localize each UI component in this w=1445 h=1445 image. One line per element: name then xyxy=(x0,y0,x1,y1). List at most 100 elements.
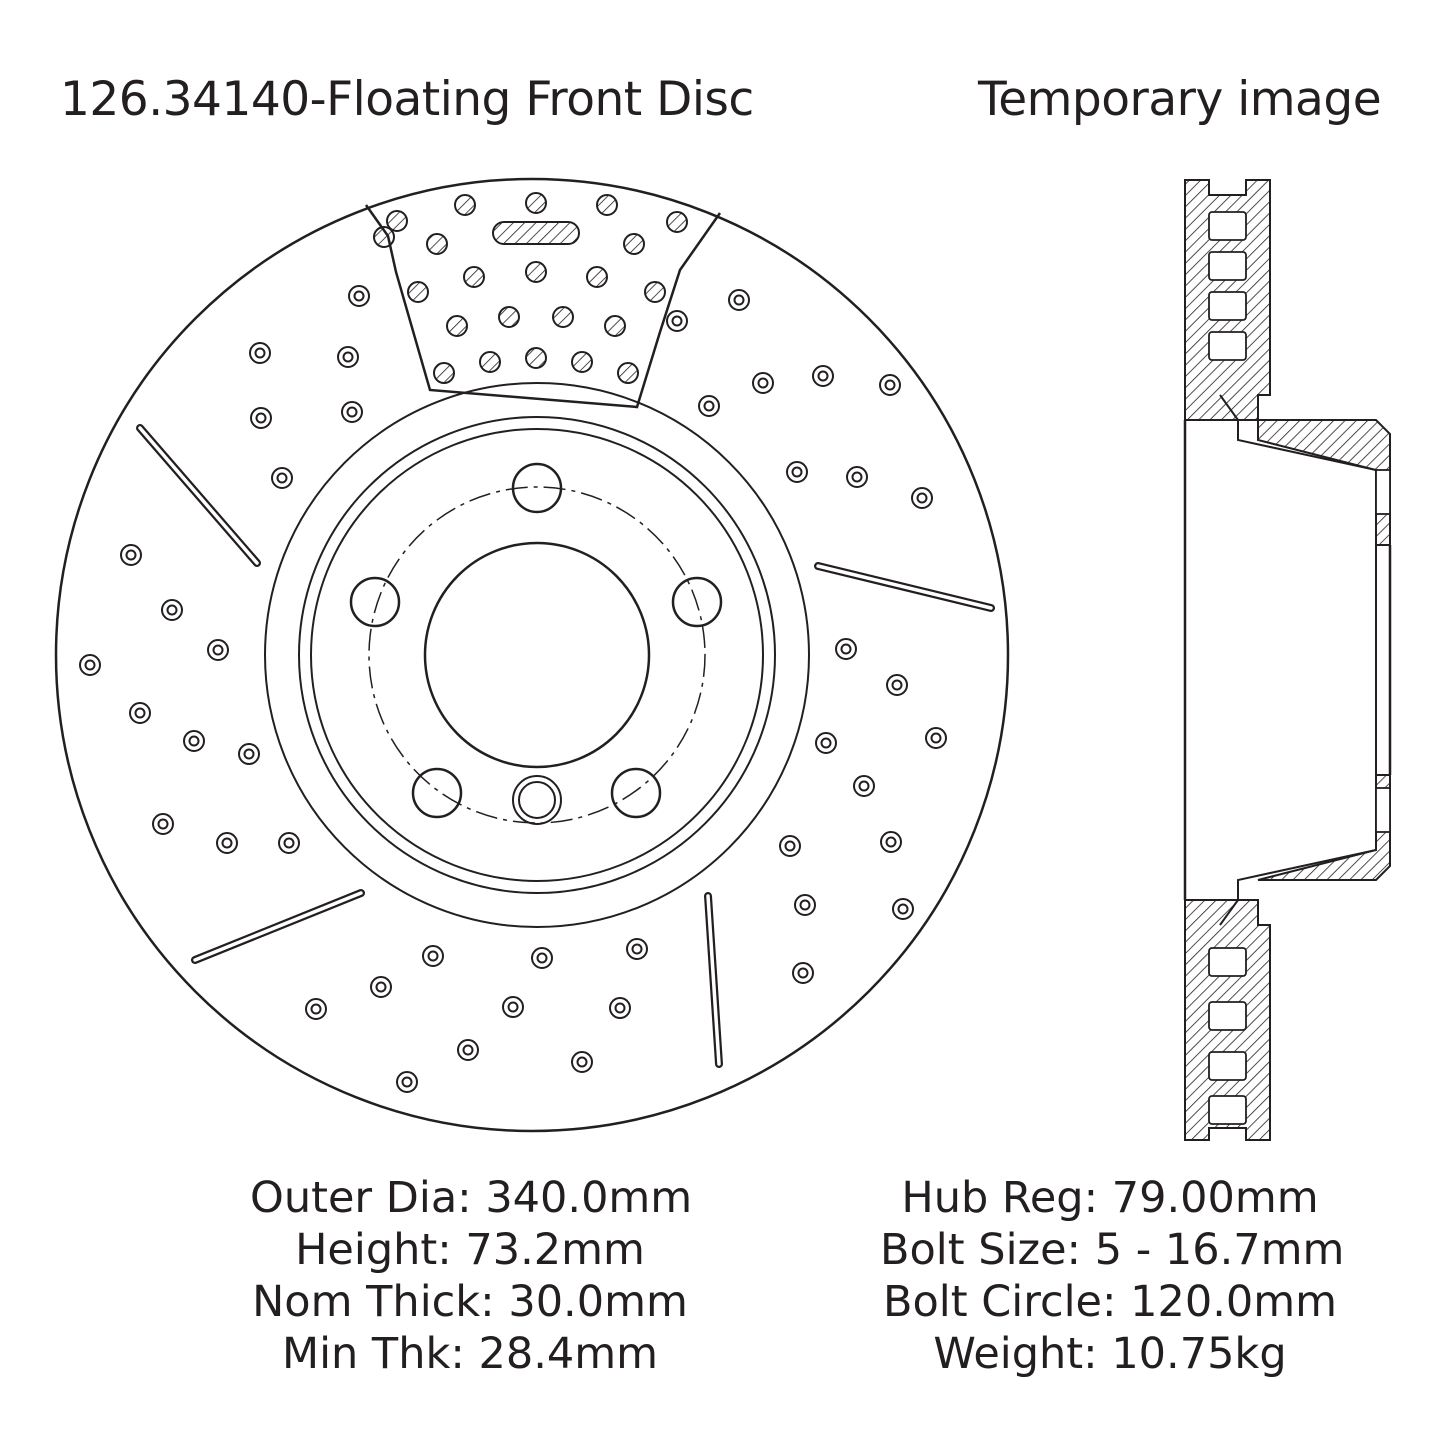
drill-hole-center xyxy=(157,818,169,830)
cutaway-drill-hole xyxy=(617,362,639,384)
drill-hole xyxy=(238,743,260,765)
drill-hole-center xyxy=(507,1001,519,1013)
cutaway-drill-hole xyxy=(596,194,618,216)
slot-inner xyxy=(706,894,721,1066)
cooling-vane xyxy=(1208,947,1247,977)
cutaway-drill-hole xyxy=(623,233,645,255)
cutaway-drill-hole xyxy=(463,266,485,288)
bolt-hole xyxy=(610,767,662,819)
cutaway-drill-hole xyxy=(586,266,608,288)
cutaway-drill-hole xyxy=(498,306,520,328)
drill-hole xyxy=(571,1051,593,1073)
cutaway-drill-hole xyxy=(386,210,408,232)
drill-hole-center xyxy=(840,643,852,655)
drill-hole xyxy=(183,730,205,752)
drill-hole xyxy=(698,395,720,417)
drill-hole-center xyxy=(212,644,224,656)
hat-outer-ring xyxy=(264,382,810,928)
drill-hole-center xyxy=(797,967,809,979)
cutaway-drill-hole xyxy=(525,192,547,214)
drill-hole xyxy=(152,813,174,835)
cooling-vane xyxy=(1208,251,1247,281)
drill-hole-center xyxy=(188,735,200,747)
drill-hole xyxy=(216,832,238,854)
spec-outer-diameter: Outer Dia: 340.0mm xyxy=(250,1173,693,1223)
spec-height: Height: 73.2mm xyxy=(295,1225,645,1275)
cutaway-drill-hole xyxy=(433,362,455,384)
slots xyxy=(136,424,995,1068)
cutaway-drill-hole xyxy=(407,281,429,303)
drill-hole xyxy=(129,702,151,724)
drill-hole xyxy=(341,401,363,423)
spec-hub-register: Hub Reg: 79.00mm xyxy=(901,1173,1319,1223)
drill-hole-center xyxy=(851,471,863,483)
drill-hole-center xyxy=(897,903,909,915)
drill-hole xyxy=(925,727,947,749)
cooling-vane xyxy=(1208,1095,1247,1125)
drill-hole-center xyxy=(817,370,829,382)
drill-hole xyxy=(835,638,857,660)
drill-hole xyxy=(207,639,229,661)
rotor-front-view xyxy=(54,177,1010,1133)
drill-hole xyxy=(79,654,101,676)
cutaway-drill-hole xyxy=(426,233,448,255)
drill-hole xyxy=(609,997,631,1019)
drill-hole xyxy=(348,285,370,307)
drill-hole xyxy=(815,732,837,754)
drill-hole-center xyxy=(166,604,178,616)
drill-hole-center xyxy=(375,981,387,993)
bolt-circle-line xyxy=(368,486,706,824)
cutaway-drill-hole xyxy=(525,261,547,283)
drill-hole xyxy=(502,996,524,1018)
drill-hole-center xyxy=(757,377,769,389)
drill-hole-center xyxy=(799,899,811,911)
drill-hole xyxy=(853,775,875,797)
drill-hole-center xyxy=(631,943,643,955)
drill-holes xyxy=(79,285,947,1093)
cutaway-drill-hole xyxy=(604,315,626,337)
drill-hole-center xyxy=(703,400,715,412)
spec-bolt-circle: Bolt Circle: 120.0mm xyxy=(882,1277,1338,1327)
drill-hole-center xyxy=(125,549,137,561)
drill-hole xyxy=(752,372,774,394)
cooling-vane xyxy=(1208,331,1247,361)
hub-bore xyxy=(423,541,651,769)
drill-hole-center xyxy=(255,412,267,424)
drill-hole xyxy=(666,310,688,332)
rotor-cross-section xyxy=(1183,179,1392,1141)
drawing-title: 126.34140-Floating Front Disc xyxy=(60,72,754,127)
drill-hole-center xyxy=(243,748,255,760)
drill-hole xyxy=(779,835,801,857)
temporary-image-note: Temporary image xyxy=(978,72,1382,127)
drill-hole-center xyxy=(427,950,439,962)
drill-hole xyxy=(250,407,272,429)
drill-hole xyxy=(792,962,814,984)
drill-hole-center xyxy=(930,732,942,744)
drill-hole-center xyxy=(462,1044,474,1056)
drill-hole xyxy=(879,374,901,396)
drill-hole-center xyxy=(276,472,288,484)
drill-hole-center xyxy=(84,659,96,671)
cutaway-drill-hole xyxy=(552,306,574,328)
hat-inner-ring xyxy=(298,416,776,894)
locator-hole-inner xyxy=(518,781,556,819)
drill-hole-center xyxy=(916,492,928,504)
drill-hole xyxy=(370,976,392,998)
drill-hole xyxy=(786,461,808,483)
drill-hole-center xyxy=(401,1076,413,1088)
drill-hole-center xyxy=(784,840,796,852)
drill-hole xyxy=(626,938,648,960)
drill-hole-center xyxy=(353,290,365,302)
spec-weight: Weight: 10.75kg xyxy=(933,1329,1287,1379)
specs-left: Outer Dia: 340.0mm Height: 73.2mm Nom Th… xyxy=(250,1172,693,1380)
drill-hole-center xyxy=(283,837,295,849)
cutaway-drill-hole xyxy=(373,226,395,248)
bolt-hole xyxy=(511,462,563,514)
slot-inner xyxy=(138,426,259,565)
drill-hole-center xyxy=(891,679,903,691)
drill-hole xyxy=(305,998,327,1020)
bolt-holes xyxy=(349,462,723,819)
drill-hole-center xyxy=(733,294,745,306)
drill-hole xyxy=(457,1039,479,1061)
